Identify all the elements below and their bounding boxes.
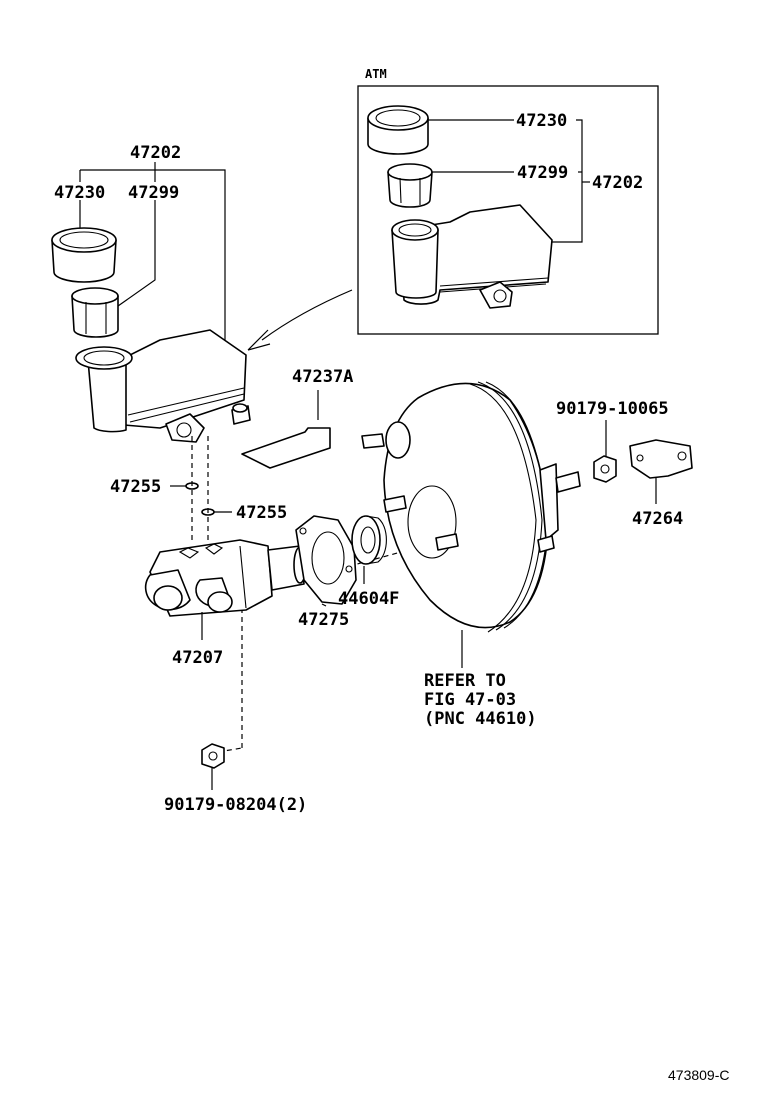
inset-label: ATM bbox=[365, 67, 387, 81]
label-grommet-upper: 47255 bbox=[110, 477, 161, 497]
clevis-group: 47264 bbox=[629, 439, 693, 529]
label-gasket: 47275 bbox=[298, 610, 349, 630]
reservoir-drawing bbox=[75, 329, 251, 443]
refer-note-line2: FIG 47-03 bbox=[424, 690, 516, 710]
reservoir-bracket bbox=[80, 169, 226, 340]
label-nut-lower: 90179-08204(2) bbox=[164, 795, 307, 815]
refer-note: REFER TO FIG 47-03 (PNC 44610) bbox=[424, 671, 537, 729]
inset-cap-drawing bbox=[367, 105, 429, 155]
label-reservoir-assy: 47202 bbox=[130, 143, 181, 163]
seal-group: 44604F bbox=[338, 515, 399, 609]
label-strainer: 47299 bbox=[128, 183, 179, 203]
inset-strainer-drawing bbox=[387, 163, 433, 208]
strainer-drawing bbox=[71, 287, 119, 338]
label-seal: 44604F bbox=[338, 589, 399, 609]
inset-bracket bbox=[552, 119, 583, 243]
pin-group: 47237A bbox=[241, 367, 353, 469]
atm-inset: ATM 47230 bbox=[357, 67, 659, 335]
label-inset-reservoir: 47202 bbox=[592, 173, 643, 193]
label-nut-upper: 90179-10065 bbox=[556, 399, 669, 419]
label-cap: 47230 bbox=[54, 183, 105, 203]
figure-id: 473809-C bbox=[668, 1067, 730, 1083]
refer-note-line1: REFER TO bbox=[424, 671, 506, 691]
master-cylinder-drawing bbox=[144, 539, 307, 617]
inset-arrow bbox=[247, 289, 353, 351]
label-inset-strainer: 47299 bbox=[517, 163, 568, 183]
nut-lower-group: 90179-08204(2) bbox=[164, 743, 307, 815]
label-grommet-lower: 47255 bbox=[236, 503, 287, 523]
cap-drawing bbox=[51, 227, 117, 283]
reservoir-group: 47202 47230 47299 bbox=[51, 143, 251, 443]
label-inset-cap: 47230 bbox=[516, 111, 567, 131]
gasket-group: 47275 bbox=[295, 515, 357, 630]
nut-upper-group: 90179-10065 bbox=[556, 399, 669, 483]
label-master-cylinder: 47207 bbox=[172, 648, 223, 668]
inset-frame bbox=[357, 85, 659, 335]
label-clevis: 47264 bbox=[632, 509, 683, 529]
brake-booster-drawing bbox=[361, 381, 581, 668]
refer-note-line3: (PNC 44610) bbox=[424, 709, 537, 729]
master-cylinder-group: 47207 bbox=[144, 539, 307, 668]
label-pin: 47237A bbox=[292, 367, 353, 387]
inset-reservoir-drawing bbox=[391, 204, 553, 309]
grommets-group: 47255 47255 bbox=[110, 477, 287, 523]
